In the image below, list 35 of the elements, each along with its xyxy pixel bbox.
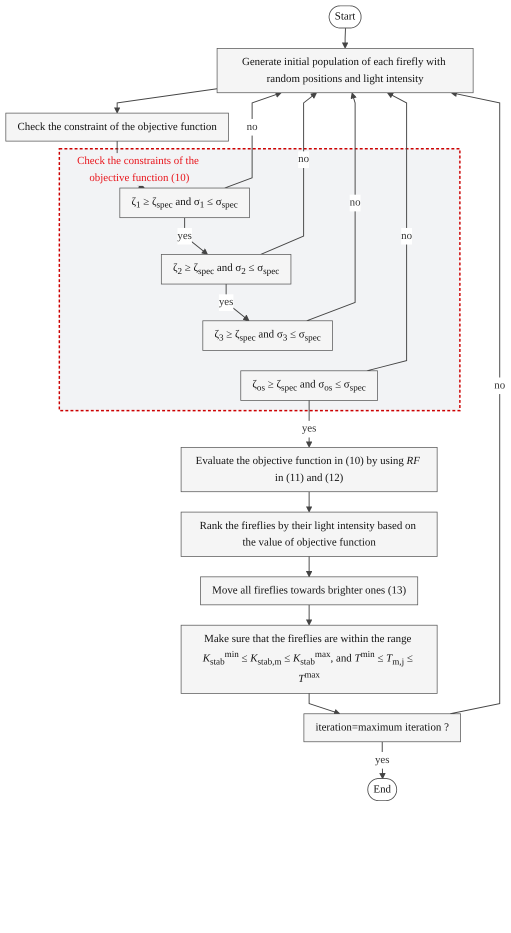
arrow (366, 92, 408, 372)
arrow (308, 692, 340, 715)
node-box: Make sure that the fireflies are within the range K$_{stab}$$^{min}$ ≤ K$_{stab,m}$ ≤ K$_{stab}$$^{max}$, and T$^{min}$ ≤ T$_{m,j}$ ≤ T$^{max}$ (180, 624, 438, 694)
arrow (306, 92, 357, 322)
arrow (114, 88, 218, 114)
arrow (224, 92, 282, 188)
arrow (450, 90, 500, 714)
edge-label: yes (177, 230, 192, 242)
edge-label: yes (374, 754, 390, 766)
node-box: Generate initial population of each firefly with random positions and light intensity (216, 48, 474, 94)
arrow (226, 284, 250, 322)
arrow (306, 400, 312, 448)
arrow (342, 28, 348, 49)
node-box: Check the constraint of the objective function (5, 112, 229, 142)
arrow (260, 92, 317, 255)
arrow (306, 491, 312, 512)
node-box: iteration=maximum iteration ? (304, 713, 461, 742)
arrow (379, 741, 386, 780)
arrow (306, 556, 312, 578)
node-box: Evaluate the objective function in (10) by using RF in (11) and (12) (180, 447, 438, 492)
node-box: Move all fireflies towards brighter ones (13) (200, 576, 418, 606)
edge-label: no (298, 153, 310, 166)
edge-label: yes (218, 296, 234, 308)
arrow (306, 604, 312, 626)
edge-label: no (246, 121, 258, 133)
edge-label: no (494, 380, 506, 392)
node-box: Rank the fireflies by their light intensity based on the value of objective function (180, 512, 438, 557)
edge-label: no (401, 230, 412, 242)
arrow (184, 217, 208, 255)
node-box: ζ$_{2}$ ≥ ζ$_{spec}$ and σ$_{2}$ ≤ σ$_{spec}$ (160, 254, 292, 284)
node-box: ζ$_{os}$ ≥ ζ$_{spec}$ and σ$_{os}$ ≤ σ$_{spec}$ (240, 370, 378, 401)
edge-label: no (350, 196, 361, 208)
edge-label: yes (302, 422, 316, 435)
node-box: ζ$_{1}$ ≥ ζ$_{spec}$ and σ$_{1}$ ≤ σ$_{spec}$ (119, 188, 250, 218)
node-box: ζ$_{3}$ ≥ ζ$_{spec}$ and σ$_{3}$ ≤ σ$_{spec}$ (202, 320, 333, 351)
